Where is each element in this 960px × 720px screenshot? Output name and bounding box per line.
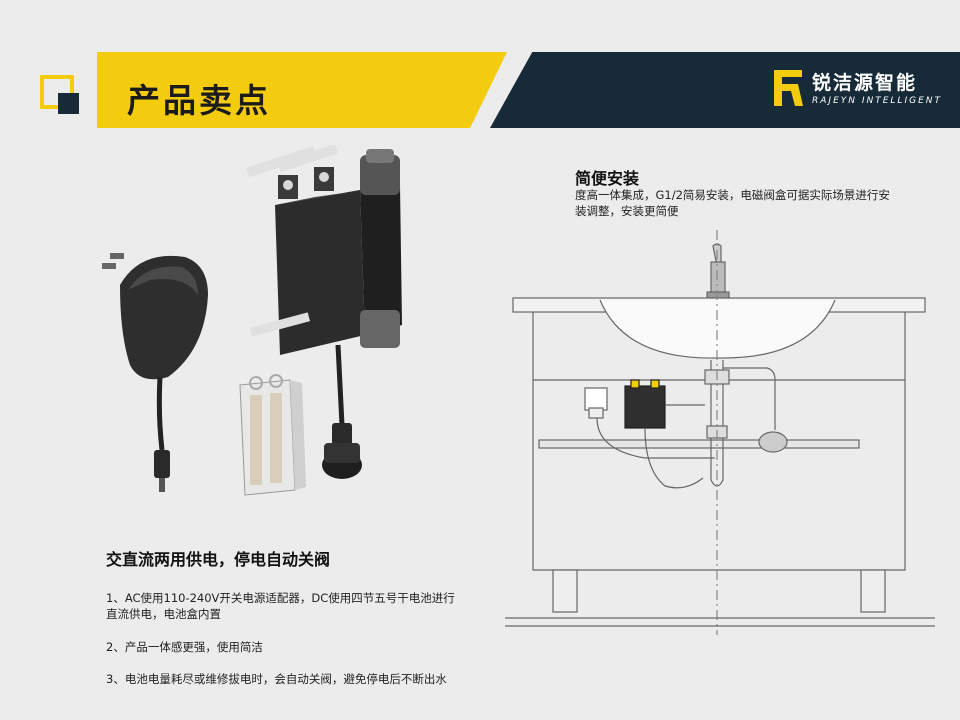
install-title: 简便安装 xyxy=(575,169,640,188)
installation-diagram xyxy=(505,230,935,635)
battery-holder-illustration xyxy=(239,374,306,496)
page-title: 产品卖点 xyxy=(127,81,271,120)
install-description: 度高一体集成，G1/2简易安装，电磁阀盒可据实际场景进行安装调整，安装更简便 xyxy=(575,188,890,218)
header-banner-dark xyxy=(490,52,960,128)
power-adapter-illustration xyxy=(102,253,208,492)
product-illustration xyxy=(102,145,402,496)
feature-item-2: 2、产品一体感更强，使用简洁 xyxy=(106,640,263,654)
corner-square-icon xyxy=(40,75,82,117)
valve-box-illustration xyxy=(246,145,402,479)
brand-name-cn: 锐洁源智能 xyxy=(812,72,918,94)
header-banner-yellow xyxy=(97,52,507,128)
feature-title: 交直流两用供电，停电自动关阀 xyxy=(106,550,331,569)
brand-name-en: RAJEYN INTELLIGENT xyxy=(812,96,942,106)
brand-logo-icon xyxy=(774,70,803,106)
feature-item-3: 3、电池电量耗尽或维修拔电时，会自动关阀，避免停电后不断出水 xyxy=(106,672,447,686)
feature-item-1: 1、AC使用110-240V开关电源适配器，DC使用四节五号干电池进行直流供电，… xyxy=(106,591,455,621)
